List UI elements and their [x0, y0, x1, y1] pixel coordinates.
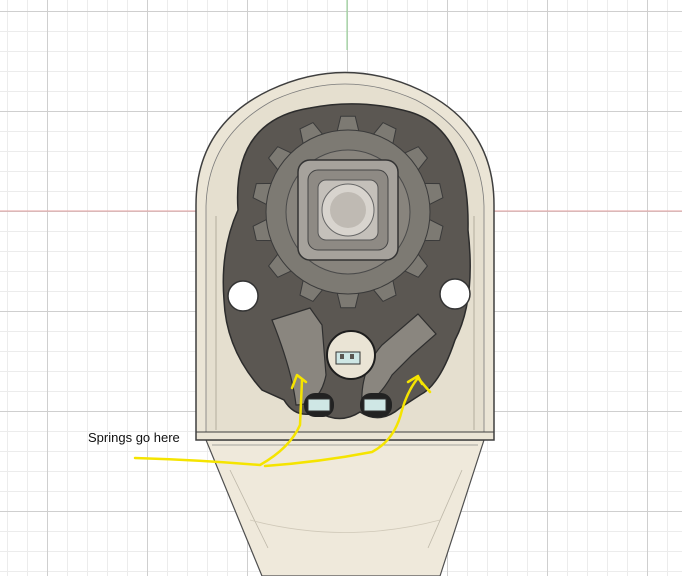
annotation-text: Springs go here [88, 430, 180, 445]
left-pawl[interactable] [271, 307, 327, 406]
right-spring-pocket[interactable] [360, 393, 392, 417]
gear-teeth [252, 115, 444, 309]
left-mounting-hole-icon [227, 280, 259, 312]
square-drive-icon [297, 159, 399, 261]
right-mounting-hole-icon [439, 278, 471, 310]
spring-clip-icon [335, 351, 361, 365]
left-spring-pocket[interactable] [304, 393, 334, 417]
annotation-arrows [133, 373, 432, 468]
ratchet-handle[interactable] [205, 439, 485, 576]
